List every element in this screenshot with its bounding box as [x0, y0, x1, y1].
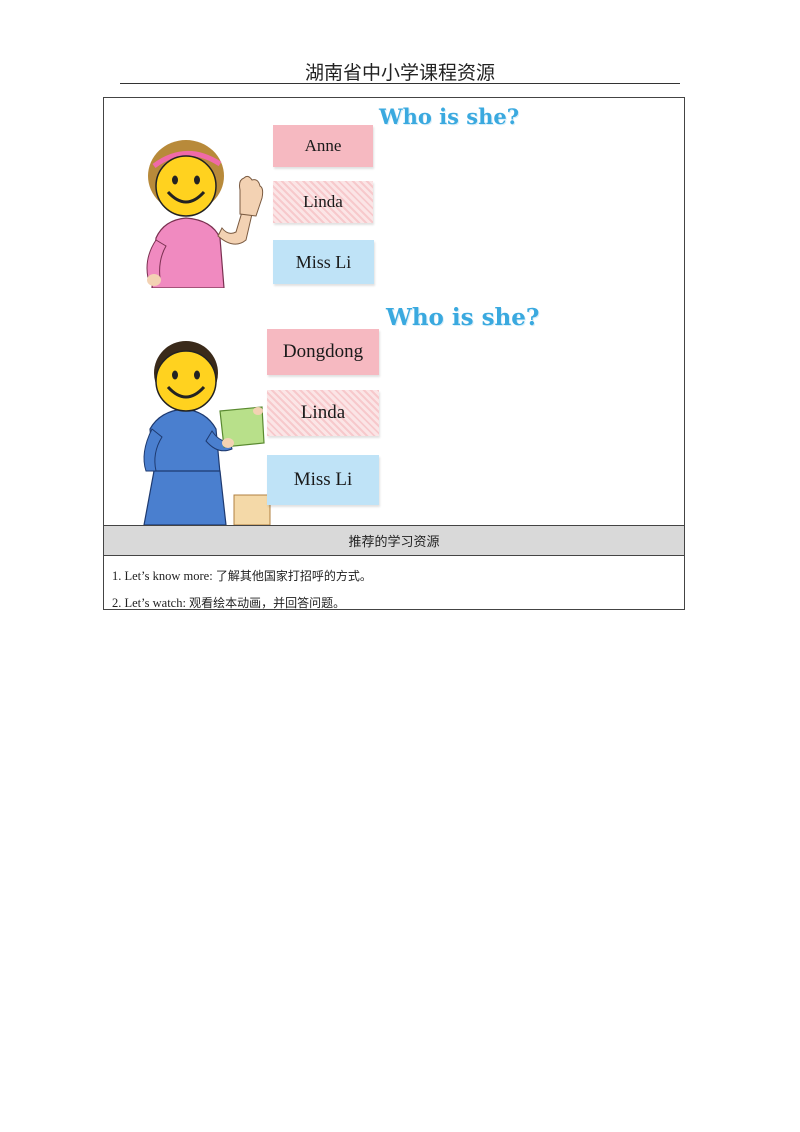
lesson-table: Who is she? Anne Linda Miss Li Who is sh… [103, 97, 685, 610]
page-header-title: 湖南省中小学课程资源 [304, 62, 495, 84]
activity-illustration: Who is she? Anne Linda Miss Li Who is sh… [104, 98, 684, 525]
teacher-illustration [143, 341, 271, 525]
header-divider [120, 83, 680, 84]
option-card-dongdong[interactable]: Dongdong [267, 329, 379, 375]
question-title-2: Who is she? [386, 304, 540, 331]
resource-item-1: 1. Let’s know more: 了解其他国家打招呼的方式。 [112, 567, 372, 584]
resource-item-text: 观看绘本动画，并回答问题。 [189, 596, 346, 610]
resources-heading: 推荐的学习资源 [104, 525, 684, 556]
resource-item-label: 2. Let’s watch: [112, 596, 186, 610]
resource-item-2: 2. Let’s watch: 观看绘本动画，并回答问题。 [112, 594, 345, 611]
option-card-linda-2[interactable]: Linda [267, 390, 379, 436]
resource-item-label: 1. Let’s know more: [112, 569, 213, 583]
option-card-anne[interactable]: Anne [273, 125, 373, 167]
option-card-miss-li[interactable]: Miss Li [273, 240, 374, 284]
resource-item-text: 了解其他国家打招呼的方式。 [215, 569, 372, 583]
question-title-1: Who is she? [379, 104, 520, 129]
option-card-linda[interactable]: Linda [273, 181, 373, 223]
girl-waving-illustration [146, 140, 264, 288]
option-card-miss-li-2[interactable]: Miss Li [267, 455, 379, 505]
